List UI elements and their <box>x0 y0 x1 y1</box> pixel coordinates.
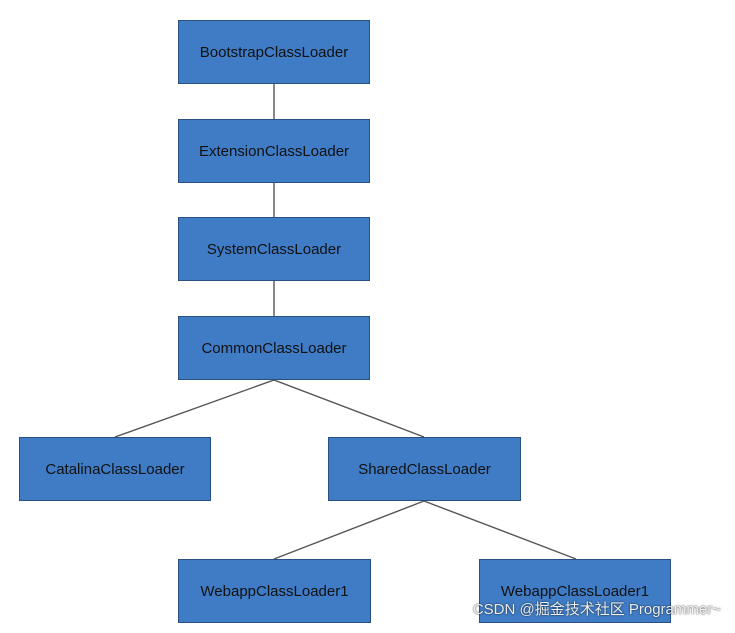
edge-shared-webapp1 <box>273 500 425 560</box>
node-bootstrap-class-loader: BootstrapClassLoader <box>178 20 370 84</box>
edge-shared-webapp2 <box>423 500 577 560</box>
node-webapp-class-loader-2: WebappClassLoader1 <box>479 559 671 623</box>
node-label: SystemClassLoader <box>206 240 342 258</box>
node-label: SharedClassLoader <box>358 460 491 478</box>
node-label: ExtensionClassLoader <box>198 142 350 160</box>
edge-common-shared <box>273 379 425 438</box>
node-label: WebappClassLoader1 <box>500 582 650 600</box>
node-catalina-class-loader: CatalinaClassLoader <box>19 437 211 501</box>
node-label: CommonClassLoader <box>201 339 347 357</box>
edge-common-catalina <box>114 379 275 438</box>
node-label: CatalinaClassLoader <box>45 460 185 478</box>
node-webapp-class-loader-1: WebappClassLoader1 <box>178 559 371 623</box>
csdn-watermark: CSDN @掘金技术社区 Programmer~ <box>472 601 721 618</box>
node-common-class-loader: CommonClassLoader <box>178 316 370 380</box>
node-extension-class-loader: ExtensionClassLoader <box>178 119 370 183</box>
node-label: BootstrapClassLoader <box>199 43 349 61</box>
node-label: WebappClassLoader1 <box>200 582 349 600</box>
node-system-class-loader: SystemClassLoader <box>178 217 370 281</box>
node-shared-class-loader: SharedClassLoader <box>328 437 521 501</box>
